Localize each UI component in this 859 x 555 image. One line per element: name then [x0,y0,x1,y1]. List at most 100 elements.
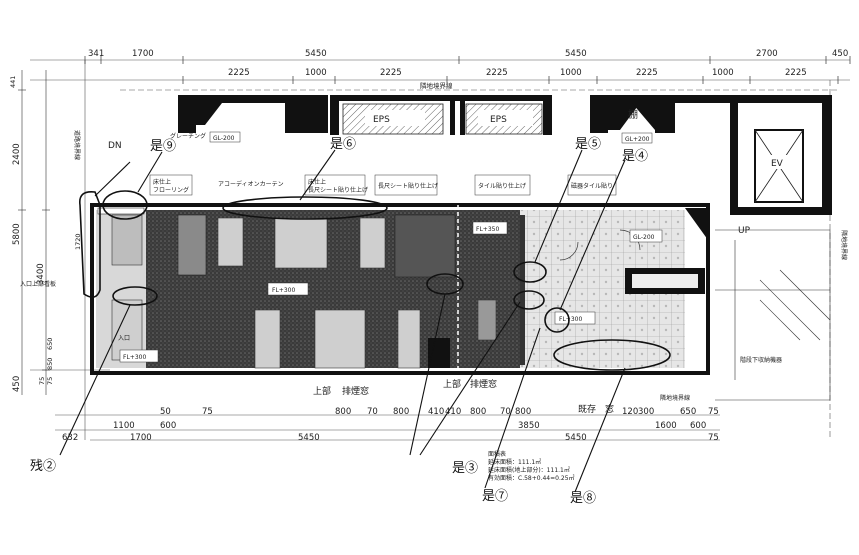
callout-5: 是⑤ [575,137,601,152]
fl-tag-a: FL+300 [272,287,295,294]
top-dim-5: 2700 [756,49,778,59]
bdim2-4: 1600 [655,421,677,431]
bottom-dims-row-2: 1100 600 3850 1600 600 [113,421,706,431]
left-dim-4: 3400 [36,263,46,285]
top-dim-1: 341 [88,49,104,59]
top-dim-row2-6: 2225 [636,68,658,78]
area-line-2: 延床面積(地上部分)：111.1㎡ [488,466,570,474]
vinyl-note-2: 長尺シート貼り仕上げ [378,182,438,190]
boundary-bottom-label: 隣地境界線 [660,394,690,402]
upper-walls [178,95,832,215]
bdim-7: 410 [445,407,461,417]
top-dims-row-2: 2225 1000 2225 2225 1000 2225 1000 2225 [228,68,807,78]
bdim2-5: 600 [690,421,706,431]
tile-note-2: 磁器タイル貼り [571,182,613,190]
left-dim-1: 441 [9,76,17,88]
bottom-dims-row-3: 632 1700 5450 5450 75 [62,433,719,443]
bottom-window-labels: 上部 排煙窓 上部 排煙窓 既存 窓 隣地境界線 [313,378,690,415]
top-dim-row2-2: 1000 [305,68,327,78]
bdim3-5: 75 [708,433,719,443]
top-dimension-ticks [84,56,851,84]
entrance-note: 入口上部看板 [20,280,56,288]
vinyl-note-1: 長尺シート貼り仕上げ [308,186,368,194]
bdim-10: 800 [515,407,531,417]
existing-label: 既存 [578,403,596,415]
left-dim-6: 650 [46,338,54,350]
callout-7: 是⑦ [482,489,508,504]
top-dim-row2-4: 2225 [486,68,508,78]
area-note: 面積表 延床面積：111.1㎡ 延床面積(地上部分)：111.1㎡ 有効面積：C… [488,450,575,482]
entrance-label: 入口 [118,335,130,342]
top-dim-row2-8: 2225 [785,68,807,78]
area-line-3: 有効面積：C.58+0.44=0.25㎡ [488,474,575,482]
window-label: 窓 [605,403,614,415]
upper-1: 上部 [313,385,331,397]
callout-6: 是⑥ [330,137,356,152]
boundary-right-label: 隣地境界線 [840,230,848,260]
top-dim-4: 5450 [565,49,587,59]
bdim-9: 70 [500,407,511,417]
bdim3-2: 1700 [130,433,152,443]
bdim-8: 800 [470,407,486,417]
top-dim-row2-1: 2225 [228,68,250,78]
road-label: 道路境界線 [73,130,81,160]
bdim-4: 70 [367,407,378,417]
bdim3-3: 5450 [298,433,320,443]
vent-2: 排煙窓 [470,378,497,390]
left-dim-7: 850 [46,358,54,370]
fl-tag-d: FL+350 [476,226,499,233]
bdim3-4: 5450 [565,433,587,443]
bottom-dims-row-1: 50 75 800 70 800 410 410 800 70 800 120 … [160,407,719,417]
flooring-note: フローリング [153,186,189,194]
bdim3-1: 632 [62,433,78,443]
left-dim-5: 1720 [74,233,82,250]
markup-callouts: 是⑥ 是⑨ 是⑤ 是④ 残② 是③ 是⑦ 是⑧ [30,137,648,506]
left-dimension-lines [18,70,50,395]
gl-tag-a: GL-200 [213,135,235,142]
ev-label: EV [771,159,784,169]
top-dim-2: 1700 [132,49,154,59]
shelf-label: 棚 [628,108,638,121]
bdim-6: 410 [428,407,444,417]
boundary-top-label: 隣地境界線 [420,81,453,90]
up-label: UP [738,226,751,236]
finish-notes: 床仕上 フローリング アコーディオンカーテン 床仕上 長尺シート貼り仕上げ 長尺… [149,131,653,196]
dn-label: DN [108,141,122,151]
bdim-13: 650 [680,407,696,417]
ug-tag: GL+200 [625,136,650,143]
callout-3: 是③ [452,461,478,476]
stair-area [715,229,831,401]
floor-level-tags: FL+300 FL+350 FL+300 FL+300 GL-200 [119,221,663,363]
left-dim-2: 2400 [12,143,22,165]
bdim-3: 800 [335,407,351,417]
top-dim-6: 450 [832,49,848,59]
bdim-2: 75 [202,407,213,417]
bdim-14: 75 [708,407,719,417]
vent-1: 排煙窓 [342,385,369,397]
eps-2-label: EPS [490,115,507,125]
markup-leaders [59,149,626,493]
gl-tag-b: GL-200 [633,234,655,241]
left-dims: 441 2400 5800 3400 1720 650 850 75 75 45… [9,76,82,392]
elevator-shaft: EV [754,129,804,203]
fl-tag-b: FL+300 [559,316,582,323]
callout-9: 是⑨ [150,139,176,154]
left-dim-9: 75 [46,377,54,385]
grating-note: グレーチング [170,132,206,140]
markup-ellipses [78,190,671,371]
area-line-1: 延床面積：111.1㎡ [488,458,541,466]
left-dim-3: 5800 [12,223,22,245]
callout-4: 是④ [622,149,648,164]
upper-2: 上部 [443,378,461,390]
left-dim-8: 75 [38,377,46,385]
main-floor [90,203,710,375]
floor-note-2: 床仕上 [308,178,326,186]
stair-note: 階段下収納機器 [740,356,782,364]
bdim-12: 300 [638,407,654,417]
bdim2-1: 1100 [113,421,135,431]
bdim-5: 800 [393,407,409,417]
top-dim-row2-3: 2225 [380,68,402,78]
top-dim-row2-5: 1000 [560,68,582,78]
